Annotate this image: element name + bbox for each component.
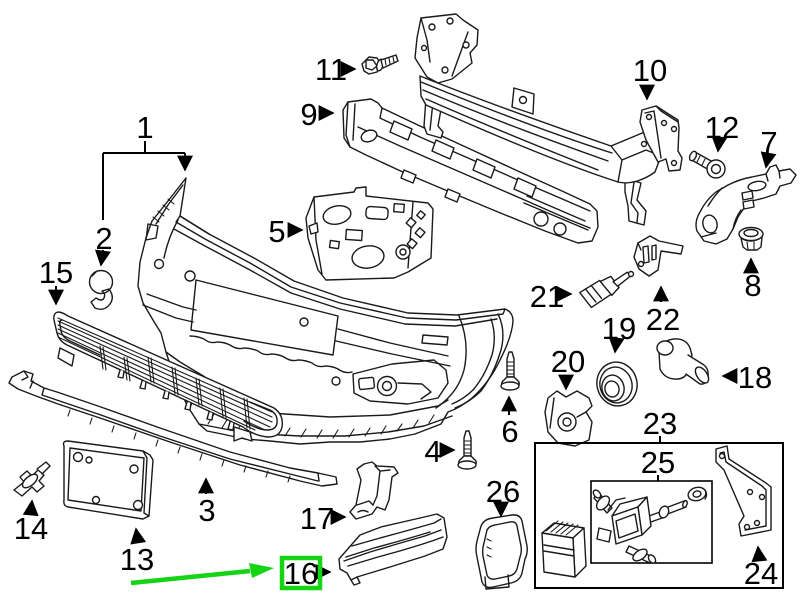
svg-text:10: 10 <box>633 53 667 88</box>
svg-text:11: 11 <box>315 52 347 87</box>
svg-text:14: 14 <box>14 511 48 546</box>
svg-text:3: 3 <box>198 493 215 528</box>
svg-text:8: 8 <box>744 268 761 303</box>
svg-text:21: 21 <box>530 279 564 314</box>
svg-text:2: 2 <box>95 221 112 256</box>
svg-text:25: 25 <box>641 445 675 480</box>
svg-text:26: 26 <box>486 474 520 509</box>
svg-text:17: 17 <box>300 501 334 536</box>
svg-text:20: 20 <box>551 344 585 379</box>
svg-text:9: 9 <box>300 97 317 132</box>
svg-text:5: 5 <box>268 214 285 249</box>
svg-text:16: 16 <box>284 556 318 591</box>
svg-text:23: 23 <box>643 406 677 441</box>
svg-text:1: 1 <box>136 110 153 145</box>
svg-text:4: 4 <box>424 434 441 469</box>
svg-text:24: 24 <box>744 556 778 591</box>
svg-text:13: 13 <box>120 542 154 577</box>
svg-text:22: 22 <box>646 302 680 337</box>
svg-text:18: 18 <box>738 360 772 395</box>
svg-text:15: 15 <box>39 255 73 290</box>
svg-text:6: 6 <box>501 414 518 449</box>
svg-text:12: 12 <box>705 110 739 145</box>
svg-text:7: 7 <box>760 125 777 160</box>
svg-text:19: 19 <box>602 311 636 346</box>
